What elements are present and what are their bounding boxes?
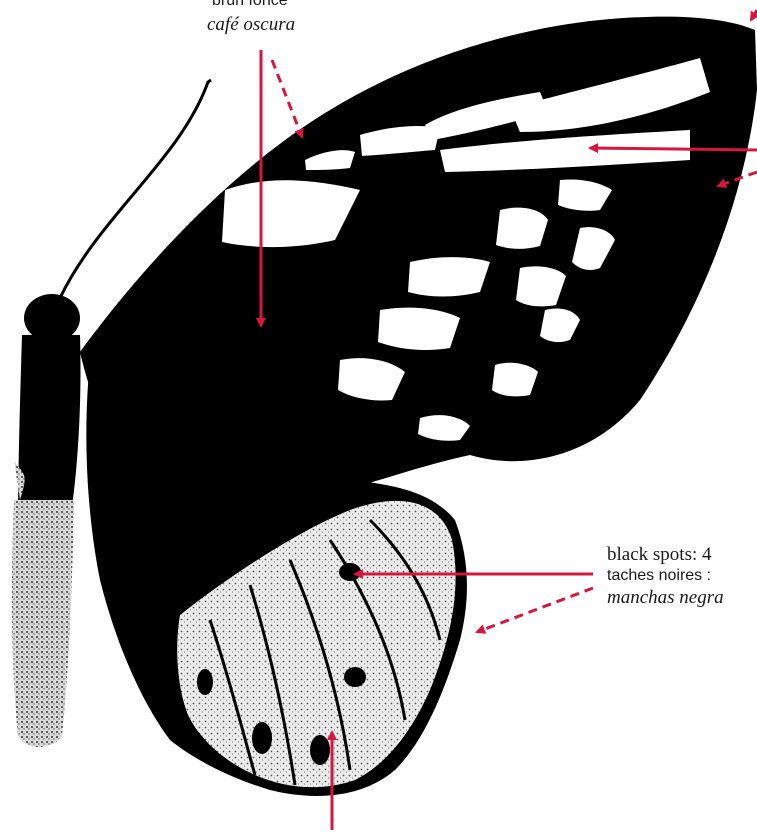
arrow-brown-dashed — [272, 60, 302, 137]
label-spots-english: black spots: 4 — [607, 544, 712, 566]
arrow-white-patch — [590, 148, 757, 150]
label-spots-french: taches noires : — [607, 567, 711, 585]
arrow-hindwing-edge-dashed — [477, 588, 593, 632]
butterfly-body — [12, 294, 81, 747]
label-spots-spanish: manchas negra — [607, 587, 724, 609]
label-top-french: brun foncé — [212, 0, 288, 10]
label-top-spanish: café oscura — [207, 14, 295, 36]
arrow-top-right-dashed — [751, 10, 757, 20]
